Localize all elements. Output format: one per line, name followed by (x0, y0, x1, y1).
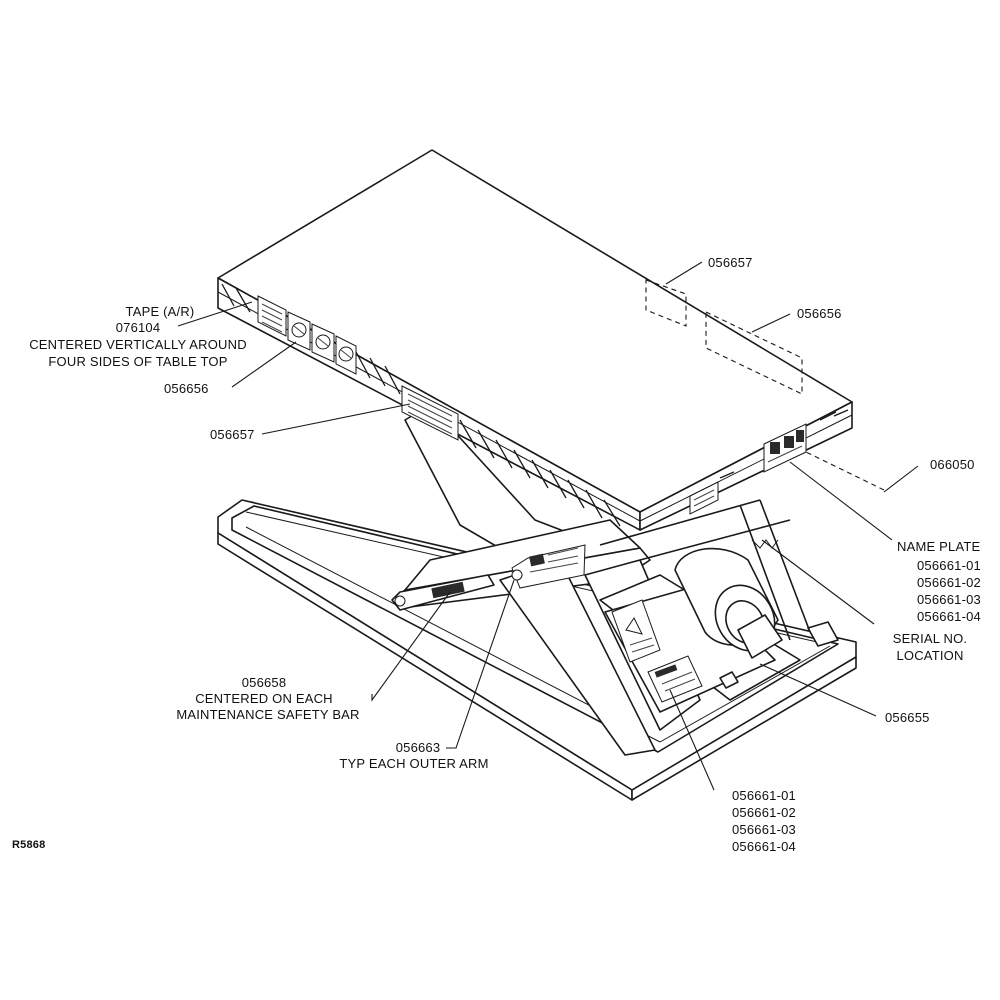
svg-text:056661-04: 056661-04 (732, 839, 796, 854)
callout-056657-left: 056657 (210, 427, 255, 442)
outer-arm-decal (511, 544, 586, 589)
svg-text:056661-01: 056661-01 (732, 788, 796, 803)
callout-outer-arm: 056663 TYP EACH OUTER ARM (339, 740, 488, 771)
svg-text:CENTERED VERTICALLY AROUND: CENTERED VERTICALLY AROUND (29, 337, 247, 352)
table-side-decal-056657 (401, 385, 459, 441)
callout-bottom-decals: 056661-01 056661-02 056661-03 056661-04 (732, 788, 796, 854)
svg-text:SERIAL NO.: SERIAL NO. (893, 631, 967, 646)
power-unit-warning-decal (611, 599, 661, 663)
svg-text:LOCATION: LOCATION (896, 648, 963, 663)
callout-066050: 066050 (930, 457, 975, 472)
svg-text:056661-02: 056661-02 (732, 805, 796, 820)
callout-056656-right: 056656 (797, 306, 842, 321)
name-plate (763, 423, 807, 473)
power-unit (599, 547, 801, 713)
svg-text:CENTERED ON EACH: CENTERED ON EACH (195, 691, 333, 706)
svg-text:NAME PLATE: NAME PLATE (897, 539, 981, 554)
callout-name-plate: NAME PLATE 056661-01 056661-02 056661-03… (897, 539, 981, 624)
table-front-decal (689, 481, 719, 515)
svg-text:FOUR SIDES OF TABLE TOP: FOUR SIDES OF TABLE TOP (48, 354, 227, 369)
svg-text:TYP EACH OUTER ARM: TYP EACH OUTER ARM (339, 756, 488, 771)
lower-decal (647, 655, 703, 703)
table-top (217, 149, 853, 531)
svg-text:056661-04: 056661-04 (917, 609, 981, 624)
svg-text:056661-01: 056661-01 (917, 558, 981, 573)
svg-text:056661-02: 056661-02 (917, 575, 981, 590)
leader-lines (177, 261, 919, 791)
svg-text:056658: 056658 (242, 675, 287, 690)
maintenance-safety-bar (391, 574, 495, 611)
callout-tape: TAPE (A/R) 076104 CENTERED VERTICALLY AR… (29, 304, 247, 369)
callout-056655: 056655 (885, 710, 930, 725)
callout-056656-left: 056656 (164, 381, 209, 396)
callout-safety-bar: 056658 CENTERED ON EACH MAINTENANCE SAFE… (176, 675, 359, 722)
drawing-id: R5868 (12, 839, 45, 851)
svg-text:056661-03: 056661-03 (732, 822, 796, 837)
table-side-decal-056656 (257, 295, 357, 375)
callout-056657-top: 056657 (708, 255, 753, 270)
svg-text:076104: 076104 (116, 320, 161, 335)
callout-serial-no: SERIAL NO. LOCATION (893, 631, 967, 663)
svg-text:TAPE (A/R): TAPE (A/R) (126, 304, 195, 319)
top-decal-outline-056657 (645, 279, 687, 327)
hazard-tape (221, 283, 849, 527)
svg-text:056661-03: 056661-03 (917, 592, 981, 607)
svg-text:MAINTENANCE SAFETY BAR: MAINTENANCE SAFETY BAR (176, 707, 359, 722)
svg-text:056663: 056663 (396, 740, 441, 755)
